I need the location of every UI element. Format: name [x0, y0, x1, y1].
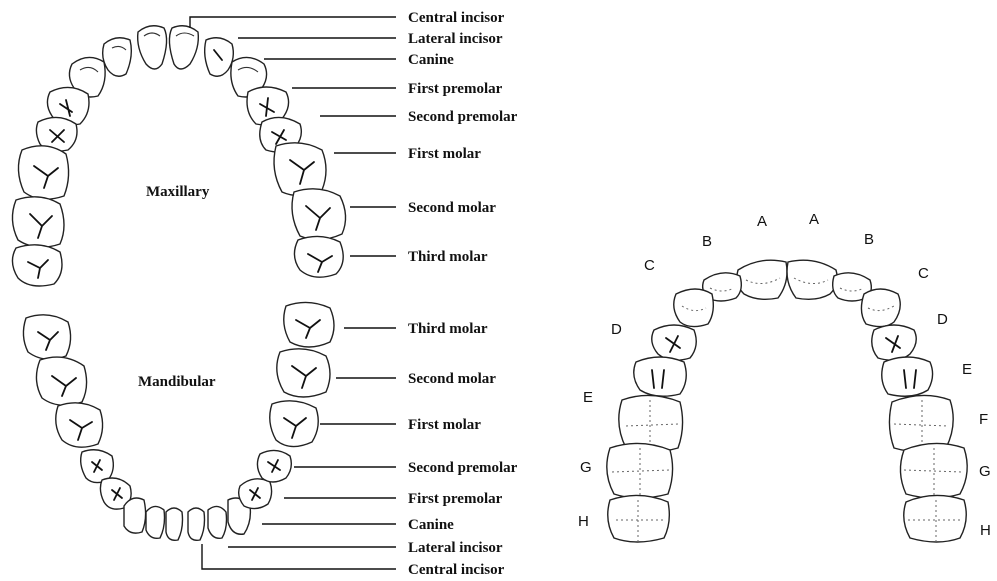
label-upper-third-molar: Third molar: [408, 249, 488, 265]
label-upper-second-molar: Second molar: [408, 200, 496, 216]
tooth-upper-right-first-molar: [274, 143, 326, 196]
letter-right-b: B: [864, 231, 874, 248]
tooth-lower-right-third-molar: [284, 302, 334, 347]
tooth-upper-left-central-incisor: [138, 26, 167, 69]
arch-tooth-left-d: [652, 325, 697, 360]
tooth-lower-right-first-molar: [270, 401, 319, 447]
tooth-upper-right-lateral-incisor: [205, 38, 234, 77]
lettered-arch: A A B B C C D D E E F G G H H: [578, 211, 991, 542]
label-lower-first-molar: First molar: [408, 417, 481, 433]
tooth-lower-right-first-premolar: [239, 479, 272, 509]
mandibular-label: Mandibular: [138, 374, 216, 390]
tooth-lower-left-central-incisor: [166, 508, 183, 540]
arch-tooth-left-e: [634, 357, 687, 396]
label-lower-central-incisor: Central incisor: [408, 562, 505, 576]
label-lower-first-premolar: First premolar: [408, 491, 503, 507]
maxillary-arch: Maxillary: [12, 26, 345, 286]
label-lower-second-molar: Second molar: [408, 371, 496, 387]
letter-right-g: G: [979, 463, 991, 480]
letter-right-f: F: [979, 411, 988, 428]
mandibular-arch: Mandibular: [23, 302, 334, 540]
maxillary-callouts: Central incisor Lateral incisor Canine F…: [190, 10, 518, 265]
tooth-upper-right-second-molar: [292, 189, 346, 240]
letter-left-h: H: [578, 513, 589, 530]
tooth-upper-left-third-molar: [12, 245, 62, 286]
label-upper-lateral-incisor: Lateral incisor: [408, 31, 503, 47]
arch-tooth-left-h: [608, 495, 670, 542]
arch-tooth-left-c: [674, 289, 714, 327]
letter-right-e: E: [962, 361, 972, 378]
arch-tooth-left-g: [607, 443, 673, 498]
tooth-lower-left-first-molar: [56, 403, 103, 447]
tooth-upper-left-second-molar: [12, 197, 64, 247]
tooth-lower-left-lateral-incisor: [146, 506, 165, 538]
letter-left-a: A: [757, 213, 767, 230]
maxillary-label: Maxillary: [146, 184, 210, 200]
arch-tooth-left-a: [737, 260, 787, 299]
arch-tooth-right-a: [787, 260, 837, 299]
arch-tooth-right-e: [882, 357, 933, 396]
tooth-lower-left-third-molar: [23, 315, 70, 359]
label-lower-third-molar: Third molar: [408, 321, 488, 337]
letter-left-c: C: [644, 257, 655, 274]
tooth-lower-right-second-molar: [277, 349, 330, 397]
letter-left-e: E: [583, 389, 593, 406]
tooth-lower-right-second-premolar: [257, 450, 291, 482]
letter-right-h: H: [980, 522, 991, 539]
label-upper-central-incisor: Central incisor: [408, 10, 505, 26]
mandibular-callouts: Third molar Second molar First molar Sec…: [202, 321, 518, 576]
letter-right-d: D: [937, 311, 948, 328]
label-lower-canine: Canine: [408, 517, 454, 533]
tooth-upper-right-third-molar: [294, 236, 343, 277]
letter-left-d: D: [611, 321, 622, 338]
leader-lower-central-incisor: [202, 544, 396, 569]
tooth-upper-left-first-molar: [18, 146, 68, 199]
label-lower-lateral-incisor: Lateral incisor: [408, 540, 503, 556]
letter-right-c: C: [918, 265, 929, 282]
leader-upper-central-incisor: [190, 17, 396, 28]
letter-left-b: B: [702, 233, 712, 250]
tooth-lower-left-canine: [124, 498, 146, 533]
label-lower-second-premolar: Second premolar: [408, 460, 518, 476]
tooth-lower-left-second-molar: [36, 357, 86, 405]
label-upper-first-molar: First molar: [408, 146, 481, 162]
arch-tooth-right-h: [904, 495, 967, 542]
label-upper-first-premolar: First premolar: [408, 81, 503, 97]
tooth-lower-right-central-incisor: [188, 508, 205, 540]
arch-tooth-right-d: [872, 325, 917, 360]
tooth-upper-left-lateral-incisor: [103, 38, 132, 77]
arch-tooth-right-g: [900, 443, 967, 498]
tooth-lower-right-lateral-incisor: [208, 506, 227, 538]
label-upper-second-premolar: Second premolar: [408, 109, 518, 125]
tooth-upper-right-central-incisor: [169, 26, 198, 69]
arch-tooth-right-c: [861, 289, 900, 327]
label-upper-canine: Canine: [408, 52, 454, 68]
letter-right-a: A: [809, 211, 819, 228]
letter-left-g: G: [580, 459, 592, 476]
